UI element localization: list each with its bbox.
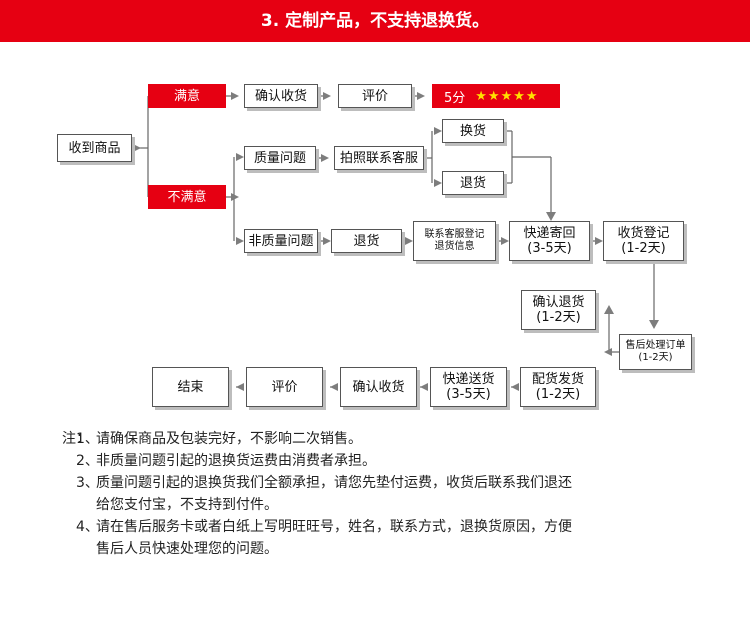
express-return-node: 快递寄回(3-5天)	[509, 221, 590, 261]
notes-section: 注： 1、 请确保商品及包装完好，不影响二次销售。 2、 非质量问题引起的退换货…	[62, 428, 722, 560]
banner-title: 3. 定制产品，不支持退换货。	[260, 11, 490, 31]
note-item-4: 4、 请在售后服务卡或者白纸上写明旺旺号，姓名，联系方式，退换货原因，方便 售后…	[62, 516, 722, 560]
receive-register-line2: (1-2天)	[621, 241, 666, 256]
dispatch-line1: 配货发货	[531, 372, 584, 387]
aftersale-order-line1: 售后处理订单	[625, 340, 686, 351]
note-line: 非质量问题引起的退换货运费由消费者承担。	[96, 453, 376, 469]
express-send-node: 快递送货(3-5天)	[430, 367, 507, 407]
return-top-node: 退货	[442, 171, 504, 195]
return-mid-node: 退货	[331, 229, 402, 253]
express-send-line1: 快递送货	[442, 372, 495, 387]
confirm-receipt-bottom-node: 确认收货	[340, 367, 417, 407]
non-quality-issue-node: 非质量问题	[244, 229, 318, 253]
dispatch-node: 配货发货(1-2天)	[520, 367, 596, 407]
aftersale-order-node: 售后处理订单(1-2天)	[619, 334, 692, 370]
header-banner: 3. 定制产品，不支持退换货。	[0, 0, 750, 42]
note-number: 2、	[76, 453, 99, 469]
note-line: 请在售后服务卡或者白纸上写明旺旺号，姓名，联系方式，退换货原因，方便	[96, 519, 572, 535]
express-send-line2: (3-5天)	[446, 387, 491, 402]
register-return-info-node: 联系客服登记退货信息	[413, 221, 496, 261]
end-node: 结束	[152, 367, 229, 407]
note-item-2: 2、 非质量问题引起的退换货运费由消费者承担。	[62, 450, 722, 472]
quality-issue-node: 质量问题	[244, 146, 316, 170]
express-return-line1: 快递寄回	[523, 226, 576, 241]
note-line: 请确保商品及包装完好，不影响二次销售。	[96, 431, 362, 447]
photo-contact-service-node: 拍照联系客服	[334, 146, 424, 170]
confirm-return-line2: (1-2天)	[536, 310, 581, 325]
rating-stars-icon: ★★★★★	[475, 88, 539, 104]
express-return-line2: (3-5天)	[527, 241, 572, 256]
note-line: 质量问题引起的退换货我们全额承担，请您先垫付运费，收货后联系我们退还	[96, 475, 572, 491]
receive-register-line1: 收货登记	[617, 226, 670, 241]
rating-node: 5分 ★★★★★	[432, 84, 560, 108]
confirm-receipt-top-node: 确认收货	[244, 84, 318, 108]
note-line: 售后人员快速处理您的问题。	[96, 541, 278, 557]
note-number: 4、	[76, 519, 99, 535]
rating-score: 5分	[444, 90, 466, 106]
confirm-return-line1: 确认退货	[532, 295, 585, 310]
unsatisfied-node: 不满意	[148, 185, 226, 209]
note-number: 3、	[76, 475, 99, 491]
aftersale-order-line2: (1-2天)	[638, 352, 673, 363]
review-top-node: 评价	[338, 84, 412, 108]
register-info-line1: 联系客服登记	[424, 229, 485, 240]
register-info-line2: 退货信息	[434, 241, 475, 252]
receive-register-node: 收货登记(1-2天)	[603, 221, 684, 261]
note-item-1: 注： 1、 请确保商品及包装完好，不影响二次销售。	[62, 428, 722, 450]
satisfied-node: 满意	[148, 84, 226, 108]
confirm-return-node: 确认退货(1-2天)	[521, 290, 596, 330]
note-item-3: 3、 质量问题引起的退换货我们全额承担，请您先垫付运费，收货后联系我们退还 给您…	[62, 472, 722, 516]
review-bottom-node: 评价	[246, 367, 323, 407]
dispatch-line2: (1-2天)	[535, 387, 581, 402]
exchange-node: 换货	[442, 119, 504, 143]
note-line: 给您支付宝，不支持到付件。	[96, 497, 278, 513]
note-number: 1、	[76, 431, 99, 447]
receive-goods-node: 收到商品	[57, 134, 132, 162]
notes-prefix: 注：	[62, 431, 90, 447]
